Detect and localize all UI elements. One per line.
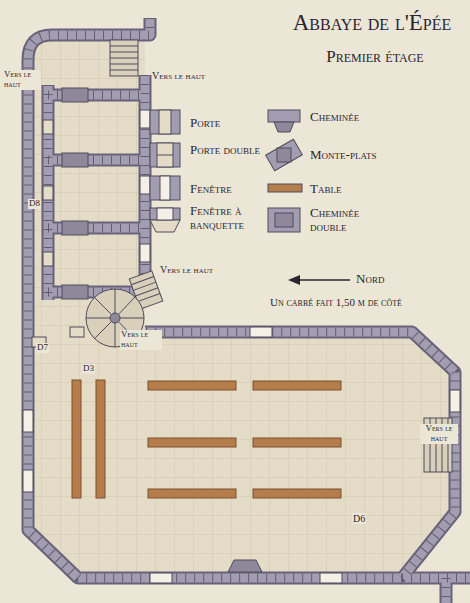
legend-text: Cheminée — [310, 110, 450, 124]
stairs — [86, 40, 452, 472]
door-number: D3 — [82, 364, 95, 374]
walls — [28, 18, 470, 603]
door-number: D8 — [28, 199, 41, 209]
stair-label: Vers le haut — [3, 70, 41, 90]
map-title: Abbaye de l'Épée — [280, 10, 464, 35]
legend-samples — [150, 110, 302, 232]
legend-text: Table — [310, 182, 450, 196]
legend-text: Monte-plats — [310, 148, 450, 162]
legend-text: Porte — [190, 116, 260, 130]
double-fireplaces — [62, 88, 88, 299]
legend-text: Fenêtre — [190, 182, 260, 196]
legend-text: Cheminée double — [310, 206, 380, 235]
door-number: D7 — [36, 343, 49, 353]
stair-label: Vers le haut — [152, 70, 205, 81]
stair-label: Vers le haut — [120, 330, 162, 350]
legend-text: Fenêtre à banquette — [190, 204, 262, 233]
floor — [28, 35, 455, 578]
stair-label: Vers le haut — [420, 424, 458, 444]
map-subtitle: Premier étage — [300, 48, 450, 67]
windows — [23, 110, 460, 583]
legend-text: Porte double — [190, 143, 260, 157]
north-arrow — [288, 275, 350, 285]
door-number: D6 — [352, 513, 366, 524]
north-label: Nord — [356, 272, 384, 286]
scale-note: Un carré fait 1,50 m de côté — [270, 296, 402, 308]
fireplace — [228, 560, 262, 572]
tables — [72, 380, 341, 498]
stair-label: Vers le haut — [160, 264, 213, 275]
